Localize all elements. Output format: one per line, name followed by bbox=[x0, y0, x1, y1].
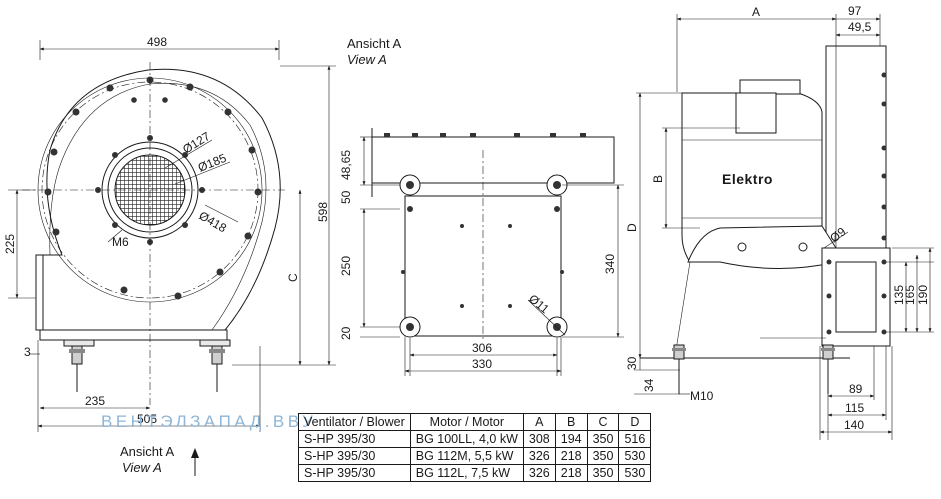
cell-ventilator: S-HP 395/30 bbox=[298, 464, 411, 482]
cell-ventilator: S-HP 395/30 bbox=[298, 430, 411, 448]
dim-140: 140 bbox=[844, 418, 864, 432]
front-view: Ø127 Ø185 Ø418 M6 498 598 C 225 3 505 23… bbox=[3, 35, 336, 432]
table-row: S-HP 395/30 BG 112L, 7,5 kW 326 218 350 … bbox=[298, 464, 652, 482]
cell-a: 308 bbox=[522, 430, 556, 448]
vibration-mount-right bbox=[209, 345, 225, 392]
header-d: D bbox=[618, 413, 652, 431]
dim-a: A bbox=[752, 5, 760, 19]
dim-165: 165 bbox=[903, 285, 917, 305]
cell-a: 326 bbox=[522, 447, 556, 465]
header-ventilator: Ventilator / Blower bbox=[298, 413, 411, 431]
view-a-label-bottom-en: View A bbox=[122, 460, 162, 475]
dim-97: 97 bbox=[848, 4, 862, 18]
dim-505: 505 bbox=[137, 412, 157, 426]
dim-225: 225 bbox=[3, 234, 17, 254]
cell-motor: BG 100LL, 4,0 kW bbox=[409, 430, 524, 448]
dim-135: 135 bbox=[892, 285, 906, 305]
front-foot-left bbox=[63, 339, 95, 347]
dim-190: 190 bbox=[916, 285, 930, 305]
dim-49-5: 49,5 bbox=[848, 20, 872, 34]
dim-d418: Ø418 bbox=[197, 208, 230, 235]
side-view: 48,65 50 250 20 340 Ø11 306 330 bbox=[339, 128, 624, 376]
right-vibration-mount-left bbox=[672, 344, 686, 394]
spec-table: Ventilator / Blower Motor / Motor A B C … bbox=[298, 413, 652, 482]
cell-b: 218 bbox=[554, 464, 588, 482]
cell-c: 350 bbox=[586, 447, 620, 465]
dim-306: 306 bbox=[472, 341, 492, 355]
cell-d: 530 bbox=[618, 447, 652, 465]
cell-b: 194 bbox=[554, 430, 588, 448]
view-a-label-top-en: View A bbox=[347, 52, 387, 67]
housing-side-bolts bbox=[881, 72, 887, 241]
view-a-label-bottom: Ansicht A bbox=[120, 444, 175, 459]
dim-30: 30 bbox=[625, 356, 639, 370]
front-base-plate bbox=[39, 329, 228, 341]
cell-motor: BG 112M, 5,5 kW bbox=[409, 447, 524, 465]
motor-label: Elektro bbox=[722, 171, 773, 187]
dim-d127: Ø127 bbox=[180, 129, 213, 157]
cell-d: 530 bbox=[618, 464, 652, 482]
dim-d: D bbox=[625, 223, 639, 232]
table-row: S-HP 395/30 BG 100LL, 4,0 kW 308 194 350… bbox=[298, 430, 652, 448]
header-motor: Motor / Motor bbox=[409, 413, 524, 431]
dim-330: 330 bbox=[472, 357, 492, 371]
cell-c: 350 bbox=[586, 430, 620, 448]
dim-b: B bbox=[651, 175, 665, 183]
dim-20: 20 bbox=[339, 326, 353, 340]
dim-d185: Ø185 bbox=[196, 151, 229, 175]
table-row: S-HP 395/30 BG 112M, 5,5 kW 326 218 350 … bbox=[298, 447, 652, 465]
header-a: A bbox=[522, 413, 556, 431]
scroll-housing bbox=[39, 68, 281, 331]
dim-48-65: 48,65 bbox=[339, 150, 353, 180]
side-mount-holes bbox=[399, 174, 568, 338]
dim-598: 598 bbox=[316, 202, 330, 222]
dim-498: 498 bbox=[147, 35, 167, 49]
cell-d: 516 bbox=[618, 430, 652, 448]
dim-235: 235 bbox=[85, 394, 105, 408]
cell-motor: BG 112L, 7,5 kW bbox=[409, 464, 524, 482]
dim-250: 250 bbox=[339, 256, 353, 276]
header-b: B bbox=[554, 413, 588, 431]
side-top-bolts bbox=[384, 133, 586, 137]
vibration-mount-left bbox=[69, 345, 85, 392]
dim-340: 340 bbox=[603, 254, 617, 274]
front-foot-right bbox=[199, 339, 231, 347]
dim-34: 34 bbox=[642, 378, 656, 392]
watermark: ВЕНТЭЛЗАПАД.ВВУ bbox=[101, 412, 317, 431]
dim-3: 3 bbox=[24, 345, 31, 359]
dim-115: 115 bbox=[845, 401, 864, 415]
cell-a: 326 bbox=[522, 464, 556, 482]
right-view: Elektro bbox=[625, 4, 934, 440]
dim-50: 50 bbox=[339, 190, 353, 204]
cell-c: 350 bbox=[586, 464, 620, 482]
dim-c: C bbox=[286, 273, 300, 282]
spec-table-header: Ventilator / Blower Motor / Motor A B C … bbox=[298, 413, 652, 431]
view-arrow-icon bbox=[191, 448, 199, 476]
fan-housing-side bbox=[825, 45, 887, 251]
cell-b: 218 bbox=[554, 447, 588, 465]
header-c: C bbox=[586, 413, 620, 431]
outlet-flange bbox=[35, 254, 44, 331]
cell-ventilator: S-HP 395/30 bbox=[298, 447, 411, 465]
motor-bracket bbox=[687, 225, 837, 269]
dim-m10: M10 bbox=[690, 389, 714, 403]
view-a-label-top: Ansicht A bbox=[347, 36, 402, 51]
dim-m6: M6 bbox=[112, 235, 129, 249]
dim-89: 89 bbox=[849, 382, 863, 396]
